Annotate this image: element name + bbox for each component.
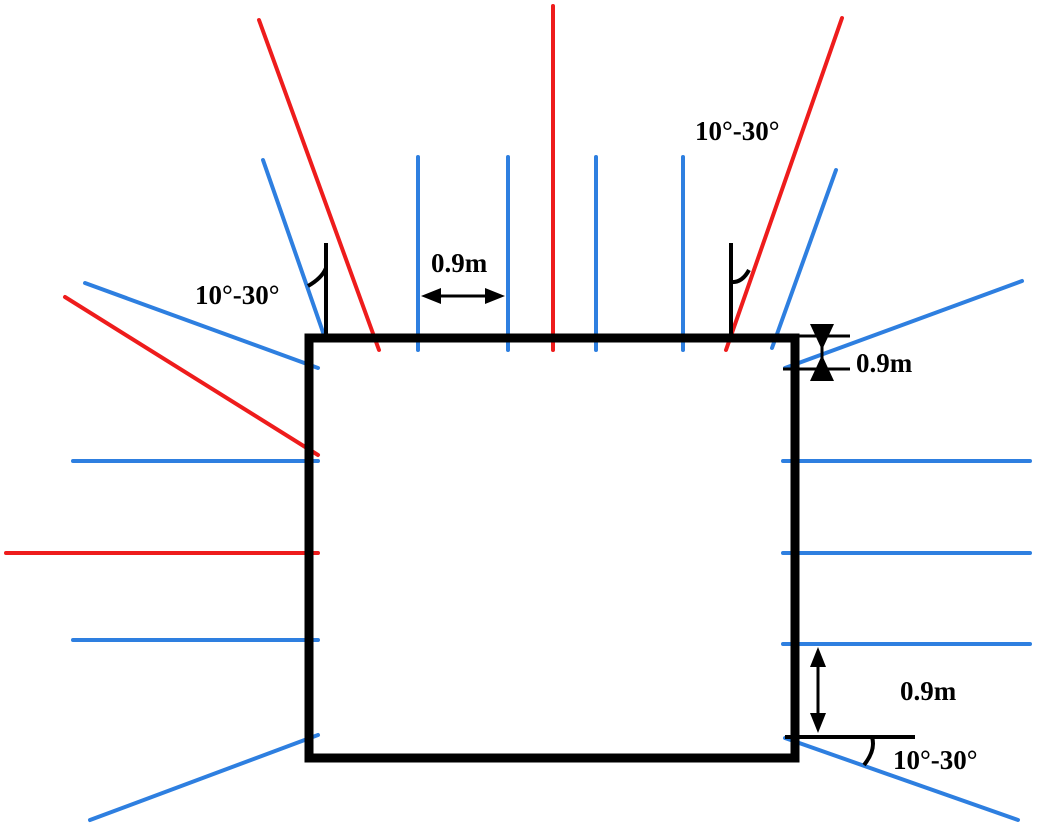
angle-arc-bottom-right <box>862 736 875 767</box>
blue-line-right-lower-angled <box>783 736 1020 822</box>
arrowhead-right-bottom-down <box>810 713 826 733</box>
arrowhead-right-top-up <box>810 355 834 381</box>
angle-label-top-left: 10°-30° <box>195 280 280 310</box>
blue-line-right-upper-angled <box>783 279 1024 370</box>
tunnel-frame <box>304 333 800 763</box>
blue-line-left-lower-angled <box>88 733 320 822</box>
arrowhead-right-bottom-up <box>810 647 826 667</box>
red-line-left-angled <box>63 295 320 457</box>
spacing-label-right-bottom: 0.9m <box>900 676 957 706</box>
arrowhead-top-left <box>421 288 441 304</box>
spacing-label-top: 0.9m <box>431 248 488 278</box>
blue-line-top-right-angled <box>770 168 838 350</box>
red-line-top-left <box>257 18 381 352</box>
blue-line-top-left-angled <box>261 158 327 340</box>
angle-arc-top-left <box>306 267 328 288</box>
angle-label-bottom-right: 10°-30° <box>893 745 978 775</box>
blue-line-left-upper-angled <box>83 281 320 370</box>
red-line-top-right <box>724 16 844 352</box>
arrowhead-right-top-down <box>810 324 834 350</box>
angle-arc-top-right <box>730 268 751 285</box>
angle-label-top-right: 10°-30° <box>695 116 780 146</box>
arrowhead-top-right <box>485 288 505 304</box>
spacing-label-right-top: 0.9m <box>856 348 913 378</box>
